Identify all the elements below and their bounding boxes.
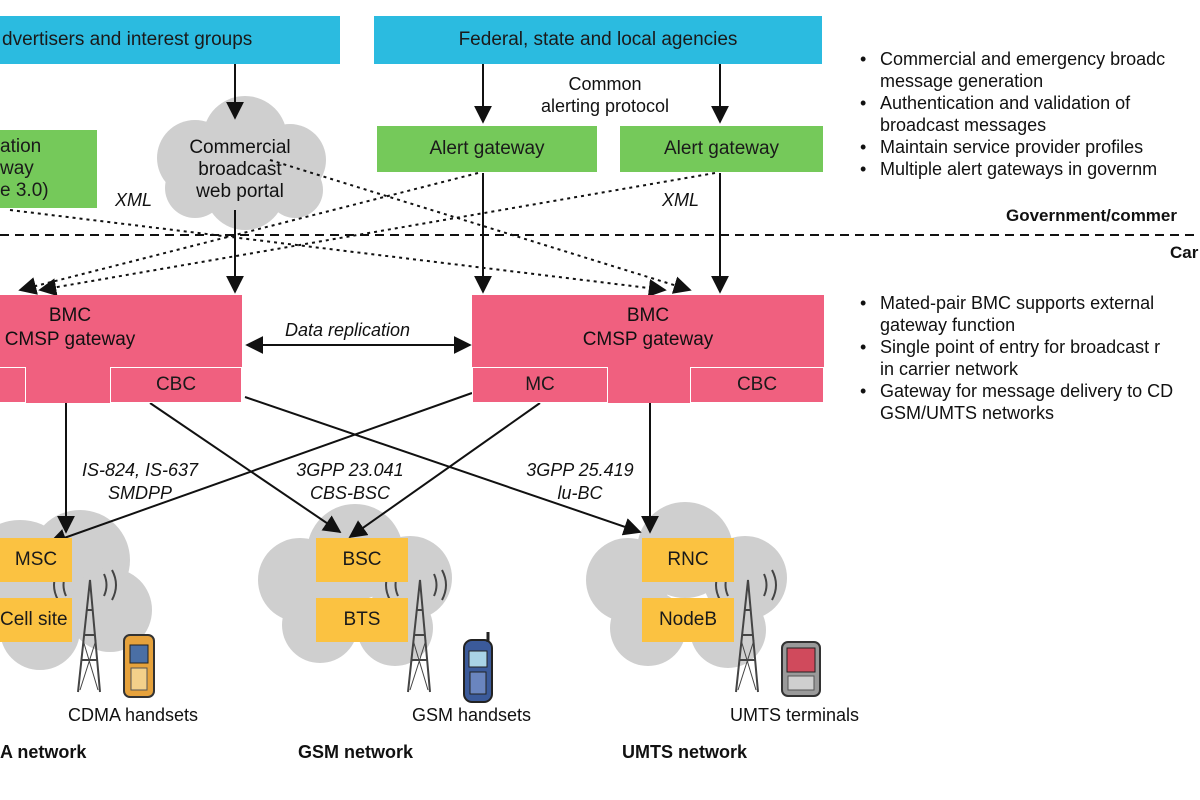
bmc-right-mc: MC xyxy=(472,367,608,403)
protocol-label-gsm: 3GPP 23.041 CBS-BSC xyxy=(280,459,420,505)
xml-right-label: XML xyxy=(662,190,700,210)
portal-cloud xyxy=(157,96,326,230)
gsm-handset-icon xyxy=(463,632,493,703)
bmc-left-cbc-label: CBC xyxy=(155,374,197,395)
gsm-network-label: GSM network xyxy=(298,742,414,762)
xml-left-label: XML xyxy=(115,190,153,210)
alert-gateway-2: Alert gateway xyxy=(620,126,823,172)
top-bullet-1-a: Commercial and emergency broadc xyxy=(880,49,1166,69)
bmc-left-line1: BMC xyxy=(48,305,92,326)
bmc-left-line2: CMSP gateway xyxy=(4,329,136,350)
top-bullet-2-b: broadcast messages xyxy=(880,115,1047,135)
gsm-bsc: BSC xyxy=(316,538,408,582)
umts-terminals-label: UMTS terminals xyxy=(730,705,860,725)
bmc-left-cbc: CBC xyxy=(110,367,242,403)
mid-bullet-2-b: in carrier network xyxy=(880,359,1019,379)
top-bullet-3-a: Maintain service provider profiles xyxy=(880,137,1144,157)
umts-cloud xyxy=(586,502,787,668)
mid-bullet-2-a: Single point of entry for broadcast r xyxy=(880,337,1161,357)
cdma-msc-label: MSC xyxy=(14,549,58,570)
gsm-bts-label: BTS xyxy=(343,609,381,630)
agencies-box: Federal, state and local agencies xyxy=(374,16,822,64)
bmc-right-mc-label: MC xyxy=(525,374,555,395)
top-bullet-1-b: message generation xyxy=(880,71,1044,91)
umts-nodeb-label: NodeB xyxy=(658,609,718,630)
cap-label-line1: Common xyxy=(568,74,642,94)
gsm-handsets-label: GSM handsets xyxy=(412,705,532,725)
cdma-msc: MSC xyxy=(0,538,72,582)
umts-nodeb: NodeB xyxy=(642,598,734,642)
left-green-line3: e 3.0) xyxy=(0,180,49,201)
umts-rnc-label: RNC xyxy=(667,549,709,570)
top-bullet-4-a: Multiple alert gateways in governm xyxy=(880,159,1158,179)
cdma-network-label: A network xyxy=(0,742,87,762)
protocol-gsm-line2: CBS-BSC xyxy=(309,483,390,503)
alert-gateway-1: Alert gateway xyxy=(377,126,597,172)
umts-terminal-icon xyxy=(781,641,821,697)
cap-label: Common alerting protocol xyxy=(510,73,700,117)
advertisers-box: dvertisers and interest groups xyxy=(0,16,340,64)
cdma-cell-site-label: Cell site xyxy=(0,609,68,630)
advertisers-label: dvertisers and interest groups xyxy=(2,29,253,50)
mid-bullet-3: Gateway for message delivery to CDGSM/UM… xyxy=(858,380,1200,424)
umts-rnc: RNC xyxy=(642,538,734,582)
data-replication-label: Data replication xyxy=(285,320,411,340)
protocol-label-cdma: IS-824, IS-637 SMDPP xyxy=(70,459,210,505)
protocol-umts-line1: 3GPP 25.419 xyxy=(526,460,634,480)
umts-tower xyxy=(715,569,777,693)
left-green-line1: ation xyxy=(0,136,42,157)
top-bullet-3: Maintain service provider profiles xyxy=(858,136,1200,158)
protocol-umts-line2: lu-BC xyxy=(557,483,603,503)
top-bullet-2-a: Authentication and validation of xyxy=(880,93,1131,113)
alert-gateway-2-label: Alert gateway xyxy=(663,138,780,159)
mid-bullet-1-a: Mated-pair BMC supports external xyxy=(880,293,1155,313)
portal-line3: web portal xyxy=(196,181,284,202)
gsm-bts: BTS xyxy=(316,598,408,642)
top-bullet-4: Multiple alert gateways in governm xyxy=(858,158,1200,180)
portal-line2: broadcast xyxy=(198,159,282,180)
mid-bullet-3-a: Gateway for message delivery to CD xyxy=(880,381,1174,401)
agencies-label: Federal, state and local agencies xyxy=(458,29,738,50)
boundary-carrier-label: Car xyxy=(1170,243,1199,262)
bmc-right-cbc-label: CBC xyxy=(736,374,778,395)
mid-bullet-list: Mated-pair BMC supports externalgateway … xyxy=(858,292,1200,424)
left-green-box: ation way e 3.0) xyxy=(0,130,97,208)
left-green-line2: way xyxy=(0,158,34,179)
mid-bullet-2: Single point of entry for broadcast rin … xyxy=(858,336,1200,380)
mid-bullet-1-b: gateway function xyxy=(880,315,1016,335)
umts-network-label: UMTS network xyxy=(622,742,748,762)
portal-line1: Commercial xyxy=(189,137,291,158)
alert-gateway-1-label: Alert gateway xyxy=(429,138,545,159)
protocol-label-umts: 3GPP 25.419 lu-BC xyxy=(510,459,650,505)
bmc-right-title: BMC CMSP gateway xyxy=(472,304,824,352)
cdma-handset-icon xyxy=(123,634,155,698)
bmc-left-sub-left xyxy=(0,367,26,403)
gsm-tower xyxy=(385,569,447,693)
bmc-right-cbc: CBC xyxy=(690,367,824,403)
portal-label: Commercial broadcast web portal xyxy=(170,137,310,203)
cdma-cell-site: Cell site xyxy=(0,598,72,642)
bmc-right-line1: BMC xyxy=(626,305,670,326)
protocol-cdma-line1: IS-824, IS-637 xyxy=(81,460,199,480)
mid-bullet-3-b: GSM/UMTS networks xyxy=(880,403,1055,423)
cap-label-line2: alerting protocol xyxy=(540,96,670,116)
boundary-government-label: Government/commer xyxy=(1006,206,1177,225)
gsm-bsc-label: BSC xyxy=(342,549,382,570)
top-bullet-2: Authentication and validation ofbroadcas… xyxy=(858,92,1200,136)
bmc-right-line2: CMSP gateway xyxy=(582,329,714,350)
protocol-cdma-line2: SMDPP xyxy=(107,483,172,503)
cdma-tower xyxy=(53,569,117,693)
bmc-left-title: BMC CMSP gateway xyxy=(0,304,140,352)
mid-bullet-1: Mated-pair BMC supports externalgateway … xyxy=(858,292,1200,336)
protocol-gsm-line1: 3GPP 23.041 xyxy=(296,460,404,480)
cdma-handsets-label: CDMA handsets xyxy=(68,705,199,725)
